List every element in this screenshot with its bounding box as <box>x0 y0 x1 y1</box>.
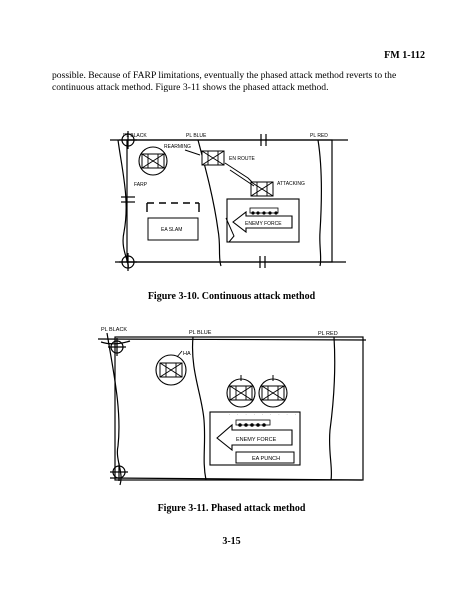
fig2-enemy-box <box>209 411 301 466</box>
fig2-bp2-heli-icon <box>261 385 285 401</box>
fig1-pl-red-label: PL RED <box>310 133 328 139</box>
fig2-pl-black-label: PL BLACK <box>101 327 127 333</box>
body-paragraph: possible. Because of FARP limitations, e… <box>52 70 397 94</box>
fig2-ea-box <box>235 451 295 464</box>
fig2-frame <box>114 336 364 481</box>
fig2-ha-circle <box>155 354 187 386</box>
fig2-pl-black-line <box>106 332 122 486</box>
fig1-farp-circle <box>138 146 168 176</box>
fig1-rearming-label: REARMING <box>164 144 191 150</box>
fig1-pl-red-line <box>317 139 322 267</box>
fig1-attacking-label: ATTACKING <box>277 181 305 187</box>
fig1-pl-black-label: PL BLACK <box>123 133 147 139</box>
fig2-enemy-vehicles <box>235 419 271 427</box>
fig2-pl-blue-label: PL BLUE <box>189 330 212 336</box>
fig1-farp-label: FARP <box>134 182 148 188</box>
fig2-attack-arrow <box>216 423 293 452</box>
fig1-enemy-force-label: ENEMY FORCE <box>245 221 282 227</box>
svg-text:. . . . . . . . .: . . . . . . . . . <box>229 411 299 416</box>
fig1-enroute-label: EN ROUTE <box>229 156 256 162</box>
fig1-pl-black-line <box>117 139 129 269</box>
fig2-pl-red-label: PL RED <box>318 331 338 337</box>
document-id: FM 1-112 <box>384 50 425 61</box>
page-number: 3-15 <box>222 536 241 547</box>
fig2-ha-heli-icon <box>159 362 183 378</box>
fig2-ea-label: EA PUNCH <box>252 456 280 462</box>
fig1-ea-label: EA SLAM <box>161 227 182 233</box>
fig1-enemy-vehicles <box>249 207 279 215</box>
figure-3-11-caption: Figure 3-11. Phased attack method <box>157 503 306 514</box>
figure-3-10-caption: Figure 3-10. Continuous attack method <box>147 291 316 302</box>
fig1-attack-arrow <box>232 210 293 234</box>
fig2-enemy-force-label: ENEMY FORCE <box>236 437 277 443</box>
fig2-pl-blue-line <box>191 336 207 481</box>
fig1-pl-blue-label: PL BLUE <box>186 133 207 139</box>
fig1-ea-box <box>147 217 199 241</box>
fig2-pl-red-line <box>328 336 336 481</box>
fig2-bp1-heli-icon <box>229 385 253 401</box>
fig2-ha-label: HA <box>183 351 191 357</box>
